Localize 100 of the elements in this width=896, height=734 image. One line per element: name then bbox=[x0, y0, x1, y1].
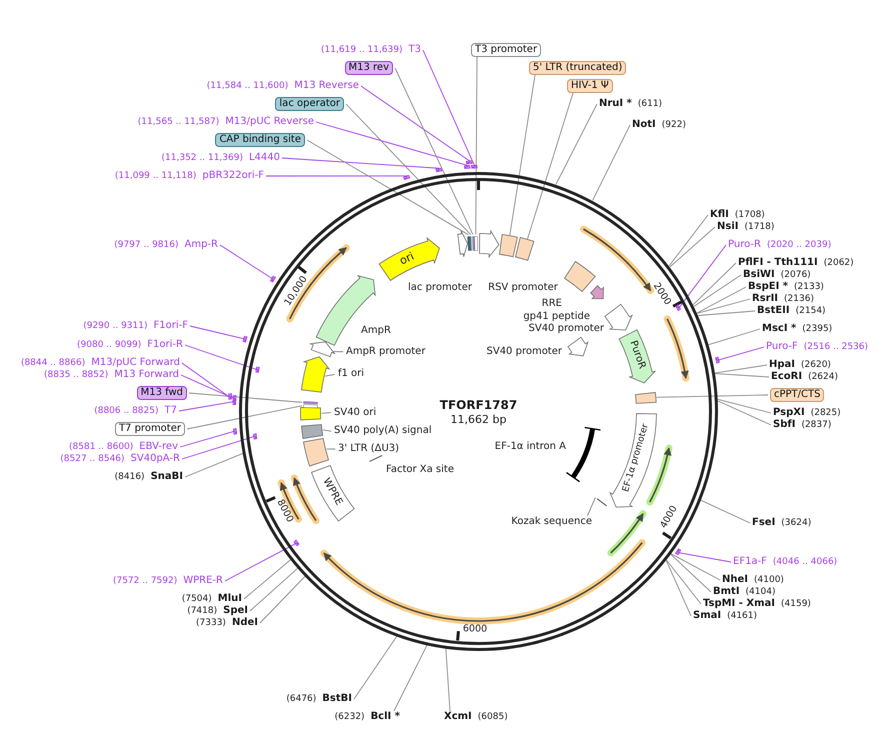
primer-name: Puro-F bbox=[766, 341, 798, 353]
leader-line bbox=[250, 568, 298, 612]
cut-position: (2136) bbox=[784, 293, 814, 305]
cut-position: (6232) bbox=[334, 711, 365, 723]
leader-line bbox=[656, 394, 768, 398]
cut-position: (4104) bbox=[746, 586, 776, 598]
primer-name: pBR322ori-F bbox=[202, 170, 264, 182]
leader-line bbox=[714, 364, 768, 374]
leader-line bbox=[715, 346, 764, 364]
feature-tag: HIV-1 Ψ bbox=[567, 79, 613, 93]
cut-position: (611) bbox=[638, 98, 662, 110]
feature-label: SV40 promoter bbox=[486, 346, 562, 358]
leader-line bbox=[188, 392, 303, 403]
feature-tag: 5' LTR (truncated) bbox=[529, 61, 626, 75]
enzyme-name: SnaBI bbox=[150, 471, 183, 483]
enzyme-name: SmaI bbox=[693, 610, 722, 622]
feature-label: f1 ori bbox=[338, 368, 364, 380]
leader-line bbox=[526, 92, 574, 240]
primer-name: M13 Reverse bbox=[294, 80, 359, 92]
primer-range: (9290 .. 9311) bbox=[83, 320, 148, 332]
enzyme-name: BspEI * bbox=[748, 281, 788, 293]
leader-line bbox=[282, 158, 442, 172]
primer-name: SV40pA-R bbox=[130, 453, 180, 465]
feature-label: SV40 promoter bbox=[528, 322, 604, 335]
scale-label: 8000 bbox=[274, 498, 296, 524]
leader-line bbox=[180, 374, 236, 402]
enzyme-name: PspXI bbox=[773, 407, 805, 419]
feature-label: gp41 peptide bbox=[523, 310, 590, 323]
leader-line bbox=[260, 576, 306, 624]
primer-range: (11,352 .. 11,369) bbox=[162, 152, 243, 164]
primer-range: (2516 .. 2536) bbox=[804, 341, 868, 353]
primer-range: (8527 .. 8546) bbox=[60, 453, 125, 465]
primer-range: (4046 .. 4066) bbox=[772, 556, 838, 568]
feature-box bbox=[634, 390, 658, 405]
leader-line bbox=[669, 226, 716, 268]
primer-range: (8581 .. 8600) bbox=[69, 441, 134, 453]
cut-position: (4159) bbox=[781, 598, 811, 610]
leader-line bbox=[675, 548, 732, 562]
primer-range: (2020 .. 2039) bbox=[766, 239, 832, 251]
enzyme-name: BsiWI bbox=[743, 269, 775, 281]
enzyme-name: PflFI - Tth111I bbox=[738, 257, 818, 269]
primer-name: M13 Forward bbox=[114, 369, 179, 381]
leader-line bbox=[670, 554, 712, 592]
feature-label: SV40 poly(A) signal bbox=[334, 424, 432, 437]
plasmid-name: TFORF1787 bbox=[440, 398, 518, 412]
primer-range: (9080 .. 9099) bbox=[77, 339, 142, 351]
primer-name: M13/pUC Forward bbox=[91, 357, 180, 369]
feature-label: 3' LTR (ΔU3) bbox=[338, 442, 400, 455]
feature-tag: M13 rev bbox=[344, 61, 393, 75]
enzyme-name: NruI * bbox=[599, 98, 632, 110]
primer-name: L4440 bbox=[248, 152, 280, 164]
cut-position: (1708) bbox=[734, 209, 765, 221]
primer-name: Amp-R bbox=[184, 239, 218, 251]
leader-line bbox=[178, 398, 236, 412]
enzyme-name: SbfI bbox=[773, 419, 796, 431]
primer-name: F1ori-R bbox=[147, 339, 183, 351]
enzyme-name: SpeI bbox=[223, 605, 248, 617]
feature-label: Factor Xa site bbox=[386, 464, 454, 476]
primer-name: Puro-R bbox=[728, 239, 761, 251]
enzyme-name: NsiI bbox=[717, 221, 738, 233]
leader-line bbox=[346, 104, 472, 236]
primer-range: (11,584 .. 11,600) bbox=[206, 80, 288, 92]
primer-name: WPRE-R bbox=[183, 575, 223, 587]
leader-line bbox=[698, 310, 756, 316]
cut-position: (7418) bbox=[187, 605, 218, 617]
cut-position: (2624) bbox=[808, 371, 838, 383]
primer-name: M13/pUC Reverse bbox=[225, 116, 314, 128]
leader-line bbox=[670, 553, 720, 580]
feature-bar bbox=[472, 234, 479, 252]
leader-line bbox=[186, 405, 302, 430]
cut-position: (1718) bbox=[744, 221, 774, 233]
cut-position: (8416) bbox=[114, 471, 145, 483]
primer-name: EBV-rev bbox=[139, 441, 178, 453]
leader-line bbox=[266, 175, 410, 180]
enzyme-name: NheI bbox=[722, 574, 748, 586]
leader-line bbox=[190, 326, 248, 343]
primer-name: EF1a-F bbox=[733, 556, 767, 568]
primer-name: T7 bbox=[164, 405, 177, 417]
enzyme-name: EcoRI bbox=[771, 371, 802, 383]
feature-label: AmpR bbox=[361, 324, 391, 337]
scale-label: 4000 bbox=[658, 504, 680, 531]
feature-label: RRE bbox=[542, 298, 562, 310]
cut-position: (7504) bbox=[182, 593, 212, 605]
primer-range: (9797 .. 9816) bbox=[114, 239, 178, 251]
cut-position: (2062) bbox=[824, 257, 854, 269]
enzyme-name: MscI * bbox=[762, 323, 796, 335]
feature-bar bbox=[302, 400, 320, 406]
primer-range: (8835 .. 8852) bbox=[44, 369, 108, 381]
enzyme-name: NdeI bbox=[232, 617, 258, 629]
leader-line bbox=[693, 274, 742, 307]
cut-position: (6085) bbox=[478, 711, 508, 723]
enzyme-name: HpaI bbox=[769, 359, 795, 371]
leader-line bbox=[224, 540, 300, 582]
leader-line bbox=[714, 373, 770, 378]
cut-position: (2825) bbox=[810, 407, 841, 419]
leader-line bbox=[509, 74, 536, 236]
feature-box bbox=[514, 236, 536, 262]
feature-tag: CAP binding site bbox=[215, 133, 305, 147]
cut-position: (2076) bbox=[780, 269, 811, 281]
cut-position: (6476) bbox=[286, 693, 316, 705]
